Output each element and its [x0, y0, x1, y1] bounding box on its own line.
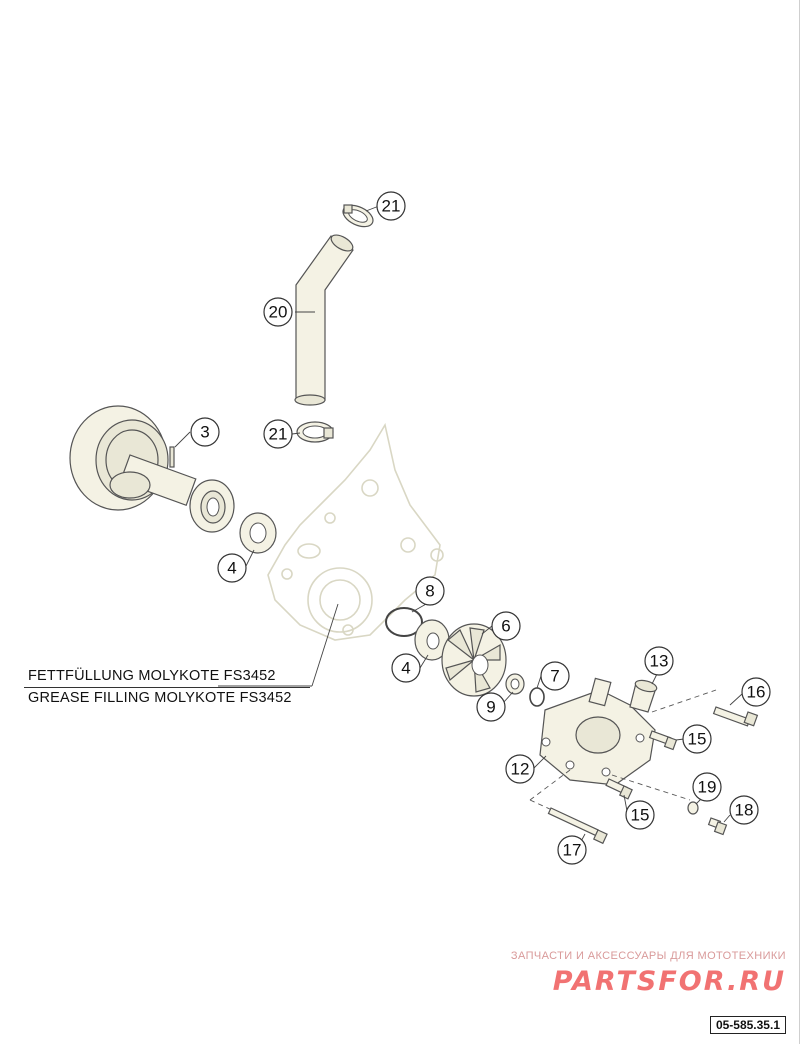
- watermark-tagline: ЗАПЧАСТИ И АКСЕССУАРЫ ДЛЯ МОТОТЕХНИКИ: [510, 950, 786, 962]
- callout-21-bottom-label: 21: [269, 425, 288, 444]
- watermark-logo: PARTSFOR.RU: [552, 966, 786, 997]
- callout-15-upper: 15: [682, 724, 712, 754]
- callout-18: 18: [729, 795, 759, 825]
- callout-19-label: 19: [698, 778, 717, 797]
- callout-16: 16: [741, 677, 771, 707]
- callout-17-label: 17: [563, 841, 582, 860]
- bolt-17: [547, 807, 608, 845]
- pin: [169, 446, 175, 468]
- circlip: [529, 687, 545, 707]
- pump-gear-shaft: [69, 405, 197, 511]
- note-divider: [24, 687, 310, 688]
- callout-15-lower: 15: [625, 800, 655, 830]
- callout-4-left: 4: [217, 553, 247, 583]
- bearing-right: [414, 619, 450, 661]
- callout-20-label: 20: [269, 303, 288, 322]
- hose-clamp-lower: [296, 421, 334, 443]
- callout-13: 13: [644, 646, 674, 676]
- washer: [505, 673, 525, 695]
- callout-20: 20: [263, 297, 293, 327]
- callout-12-label: 12: [511, 760, 530, 779]
- leader-lines: [174, 205, 743, 848]
- engine-cover-outline: [267, 422, 444, 641]
- impeller: [441, 623, 507, 697]
- callout-18-label: 18: [735, 801, 754, 820]
- callout-6-label: 6: [501, 617, 510, 636]
- callout-4-right-label: 4: [401, 659, 410, 678]
- assembly-dash-lines: [529, 689, 717, 811]
- callout-12: 12: [505, 754, 535, 784]
- coolant-hose: [294, 234, 354, 406]
- bolt-15-upper: [648, 730, 678, 751]
- callout-9-label: 9: [486, 698, 495, 717]
- callout-17: 17: [557, 835, 587, 865]
- hose-clamp-upper: [342, 204, 374, 228]
- grease-note-english: GREASE FILLING MOLYKOTE FS3452: [28, 690, 292, 706]
- callout-21-top-label: 21: [382, 197, 401, 216]
- shaft-seal: [239, 512, 277, 554]
- callout-13-label: 13: [650, 652, 669, 671]
- bolt-16: [712, 706, 759, 727]
- grease-note-german: FETTFÜLLUNG MOLYKOTE FS3452: [28, 668, 276, 684]
- washer-19: [687, 801, 699, 815]
- callout-9: 9: [476, 692, 506, 722]
- callout-19: 19: [692, 772, 722, 802]
- callout-15-lower-label: 15: [631, 806, 650, 825]
- callout-8-label: 8: [425, 582, 434, 601]
- callout-15-upper-label: 15: [688, 730, 707, 749]
- bolt-18: [707, 817, 728, 836]
- o-ring: [385, 607, 423, 637]
- callout-16-label: 16: [747, 683, 766, 702]
- callout-21-top: 21: [376, 191, 406, 221]
- callout-3: 3: [190, 417, 220, 447]
- bearing-left: [189, 479, 235, 533]
- water-pump-cover: [539, 677, 656, 786]
- cover-nozzle: [629, 679, 658, 713]
- callout-4-right: 4: [391, 653, 421, 683]
- callout-7: 7: [540, 661, 570, 691]
- callout-7-label: 7: [550, 667, 559, 686]
- callout-3-label: 3: [200, 423, 209, 442]
- diagram-code: 05-585.35.1: [709, 1016, 786, 1034]
- callout-21-bottom: 21: [263, 419, 293, 449]
- callout-6: 6: [491, 611, 521, 641]
- callout-4-left-label: 4: [227, 559, 236, 578]
- callout-8: 8: [415, 576, 445, 606]
- bolt-15-lower: [605, 778, 633, 800]
